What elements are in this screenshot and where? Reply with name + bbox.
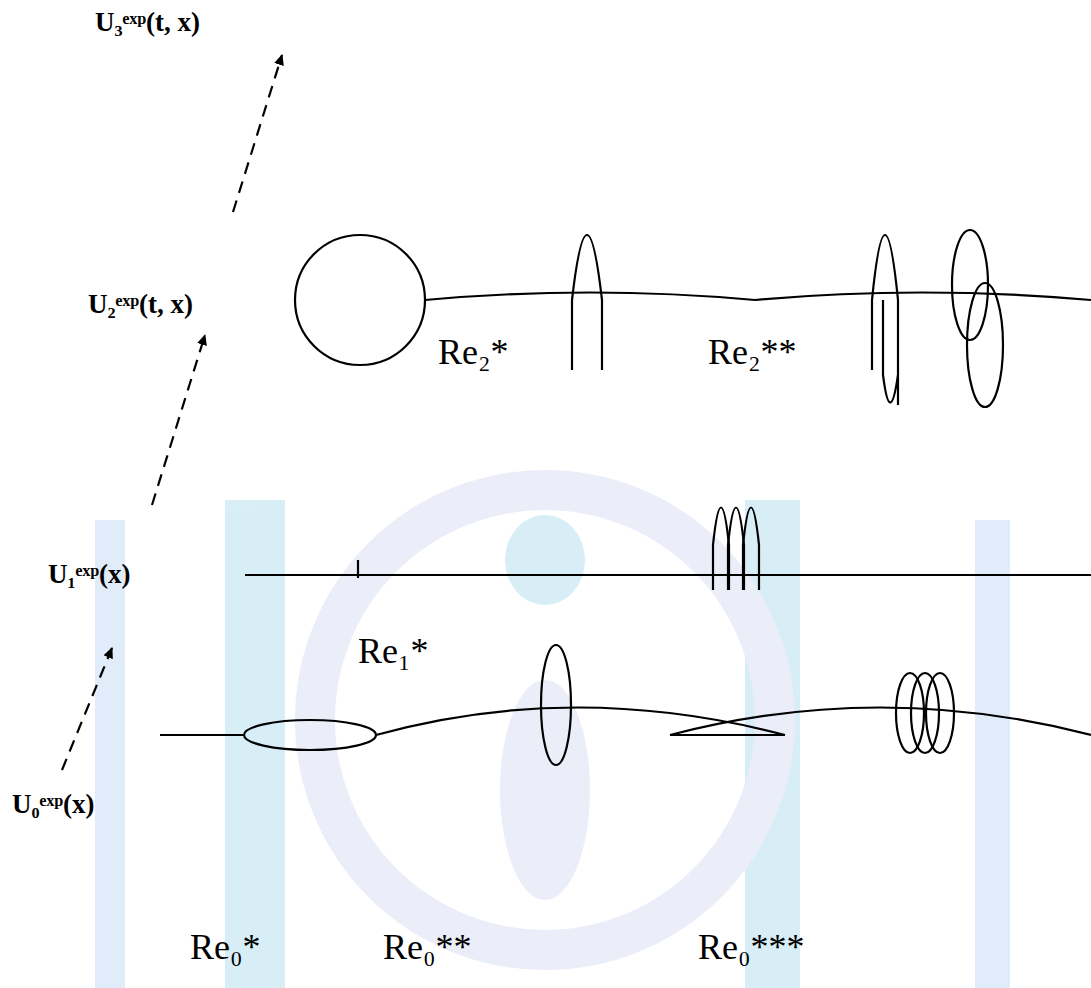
- transition-arrow: [62, 648, 112, 770]
- reynolds-label: Re₀*: [190, 928, 261, 968]
- reynolds-label: Re₂**: [708, 333, 797, 373]
- reynolds-label: Re₀**: [383, 928, 472, 968]
- solution-label: U₂ᵉˣᵖ(t, x): [88, 290, 193, 320]
- solution-label: U₃ᵉˣᵖ(t, x): [95, 8, 200, 38]
- level-0-branch: [160, 645, 1091, 765]
- reynolds-label: Re₂*: [438, 333, 509, 373]
- solution-label: U₁ᵉˣᵖ(x): [48, 560, 131, 590]
- level-2-branch: [295, 230, 1091, 407]
- reynolds-label: Re₀***: [698, 928, 805, 968]
- level-1-branch: [245, 508, 1091, 591]
- transition-arrow: [233, 55, 282, 212]
- reynolds-label: Re₁*: [358, 632, 429, 672]
- solution-label: U₀ᵉˣᵖ(x): [12, 790, 95, 820]
- transition-arrow: [152, 335, 205, 505]
- watermark-logo: [95, 490, 1010, 988]
